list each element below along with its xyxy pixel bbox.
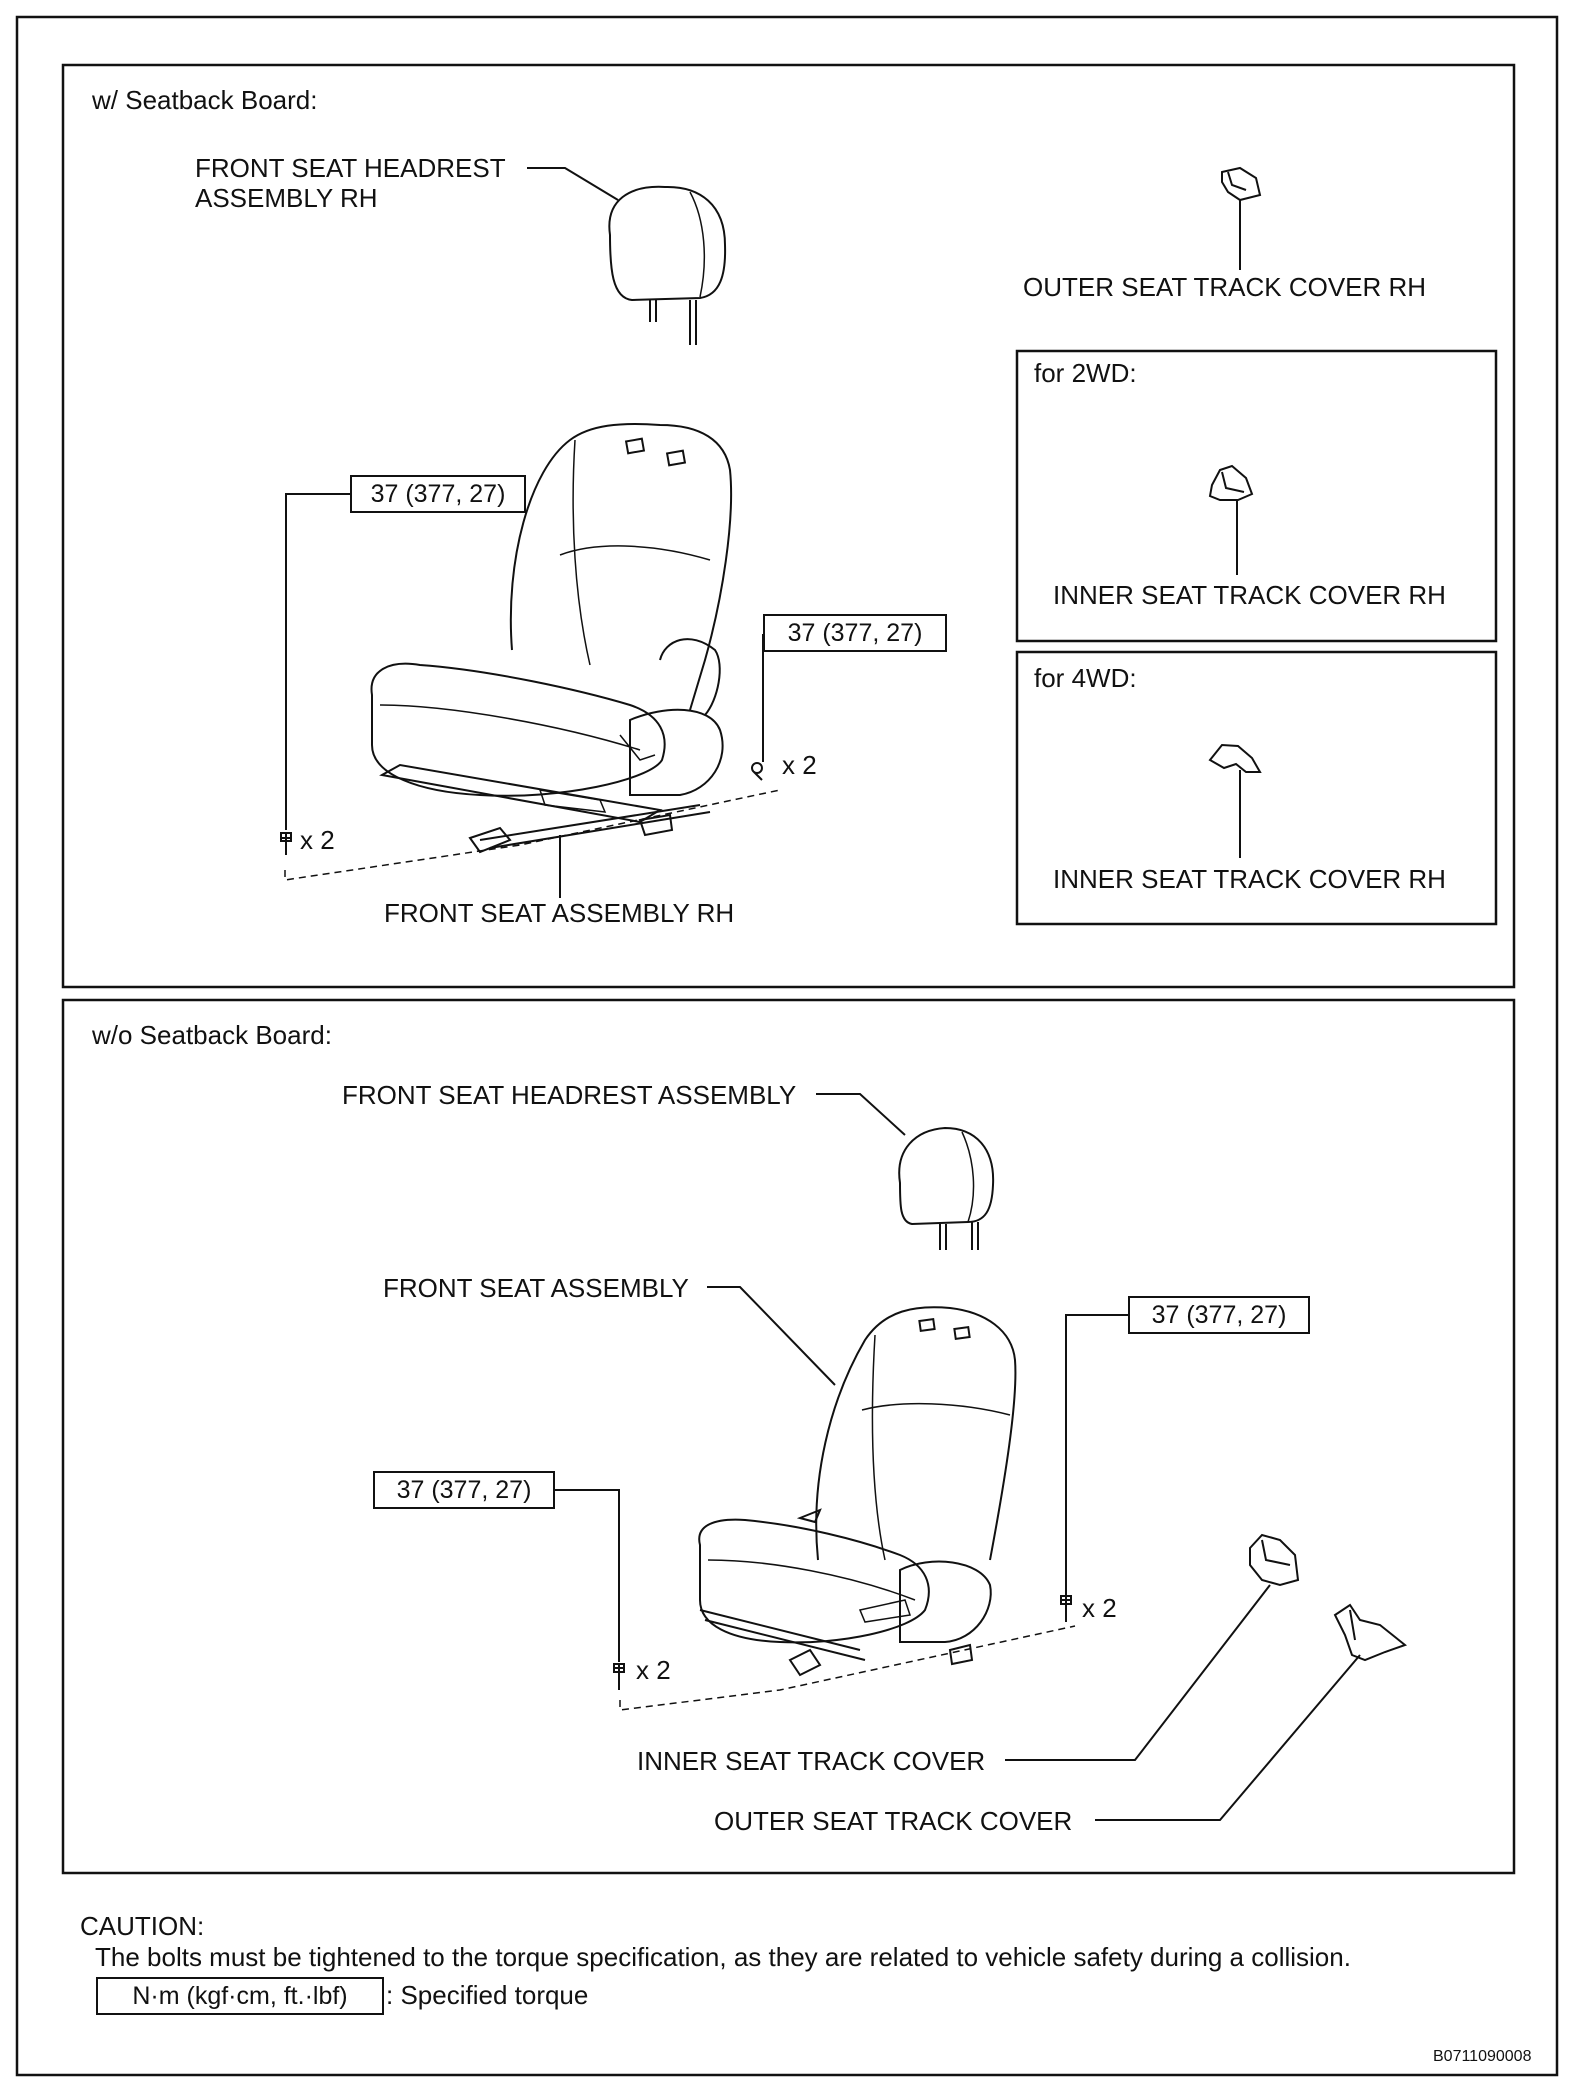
- inner-cover-4wd-drawing: [1208, 743, 1262, 773]
- figure-code: B0711090008: [1433, 2048, 1532, 2065]
- leader-seat: [707, 1286, 836, 1386]
- leader-torque-right-bottom: [1065, 1314, 1128, 1595]
- bolt-right-top: [751, 762, 763, 781]
- torque-legend-text: : Specified torque: [386, 1980, 589, 2010]
- bolt-left-top: [280, 832, 292, 855]
- label-for-2wd: for 2WD:: [1034, 358, 1137, 388]
- panel-without-board: [61, 998, 1516, 1875]
- seat-rh-drawing: [370, 422, 733, 854]
- panel-2wd: [1015, 349, 1498, 643]
- section-heading-with-board: w/ Seatback Board:: [92, 85, 318, 115]
- outer-track-cover-drawing: [1333, 1603, 1408, 1662]
- seat-drawing: [698, 1306, 1017, 1677]
- label-seat-rh: FRONT SEAT ASSEMBLY RH: [384, 898, 735, 928]
- outer-frame: [15, 15, 1559, 2077]
- caution-text: The bolts must be tightened to the torqu…: [95, 1942, 1351, 1972]
- dashed-bolt-line-bottom: [619, 1625, 1076, 1711]
- inner-cover-2wd-drawing: [1208, 464, 1254, 501]
- label-headrest-rh-line1: FRONT SEAT HEADREST: [195, 153, 506, 183]
- label-outer-cover-rh: OUTER SEAT TRACK COVER RH: [1023, 272, 1427, 302]
- leader-inner-cover: [1005, 1584, 1271, 1761]
- section-heading-without-board: w/o Seatback Board:: [92, 1020, 332, 1050]
- dashed-bolt-line-top: [284, 789, 781, 881]
- qty-left-bottom: x 2: [636, 1655, 671, 1685]
- qty-right-bottom: x 2: [1082, 1593, 1117, 1623]
- leader-torque-left-top: [285, 493, 350, 830]
- headrest-rh-drawing: [608, 185, 727, 345]
- label-outer-cover: OUTER SEAT TRACK COVER: [714, 1806, 1073, 1836]
- bolt-right-bottom: [1060, 1595, 1072, 1622]
- headrest-drawing: [898, 1126, 995, 1250]
- bolt-left-bottom: [613, 1663, 625, 1690]
- leader-torque-left-bottom: [552, 1489, 620, 1662]
- label-for-4wd: for 4WD:: [1034, 663, 1137, 693]
- caution-title: CAUTION:: [80, 1911, 205, 1941]
- qty-right-top: x 2: [782, 750, 817, 780]
- torque-legend-box: N·m (kgf·cm, ft.·lbf): [96, 1977, 384, 2015]
- label-seat: FRONT SEAT ASSEMBLY: [383, 1273, 689, 1303]
- torque-box-left-top: 37 (377, 27): [350, 475, 526, 513]
- panel-with-board: [61, 63, 1516, 989]
- label-inner-cover-4wd: INNER SEAT TRACK COVER RH: [1053, 864, 1446, 894]
- label-headrest-rh-line2: ASSEMBLY RH: [195, 183, 378, 213]
- leader-headrest-rh: [527, 167, 619, 201]
- leader-headrest: [816, 1093, 906, 1136]
- torque-box-right-bottom: 37 (377, 27): [1128, 1296, 1310, 1334]
- label-inner-cover-2wd: INNER SEAT TRACK COVER RH: [1053, 580, 1446, 610]
- inner-track-cover-drawing: [1249, 1533, 1300, 1587]
- panel-4wd: [1015, 650, 1498, 926]
- label-inner-cover: INNER SEAT TRACK COVER: [637, 1746, 986, 1776]
- label-headrest: FRONT SEAT HEADREST ASSEMBLY: [342, 1080, 797, 1110]
- outer-track-cover-rh-drawing: [1221, 166, 1262, 202]
- leader-outer-cover: [1095, 1654, 1361, 1821]
- torque-box-left-bottom: 37 (377, 27): [373, 1471, 555, 1509]
- qty-left-top: x 2: [300, 825, 335, 855]
- torque-box-right-top: 37 (377, 27): [763, 614, 947, 652]
